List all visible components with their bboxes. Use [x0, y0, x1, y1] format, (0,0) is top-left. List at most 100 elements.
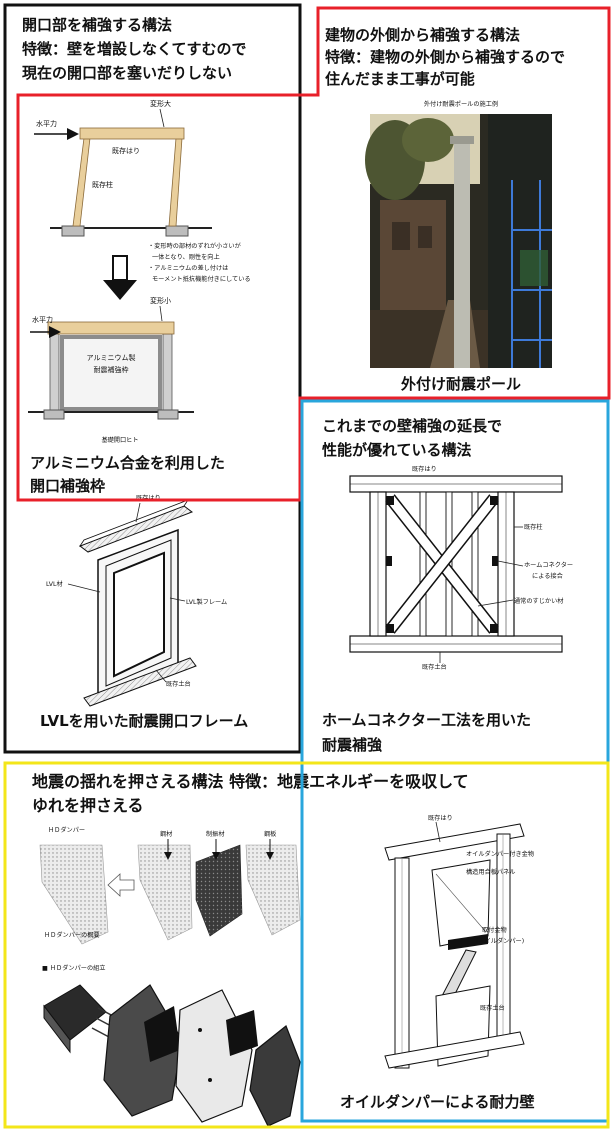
leader-line: [477, 599, 514, 607]
building-wall: [488, 114, 552, 368]
bolt-hole: [198, 1028, 202, 1032]
existing-column-label: 既存柱: [524, 523, 543, 531]
damper-mount: [448, 934, 488, 950]
damper-method-frame: [3, 761, 610, 1129]
damper-method-title-2: ゆれを押さえる: [32, 796, 144, 815]
panel-line: [435, 873, 487, 933]
damper-block-side: [43, 1004, 71, 1054]
note-line: 一体となり、剛性を向上: [152, 253, 220, 261]
existing-beam-label: 既存はり: [412, 465, 437, 473]
photo-caption: 外付け耐震ポール: [400, 375, 521, 393]
column-right: [162, 333, 173, 413]
leader-line: [67, 583, 101, 593]
column-left: [49, 333, 60, 413]
existing-sill: [83, 657, 197, 707]
leader-line: [169, 597, 186, 602]
leader-line: [159, 305, 163, 322]
oil-wall-panel-label: 構造用合板パネル: [466, 868, 516, 876]
tree: [402, 118, 454, 162]
damper-method-title-1: 地震の揺れを押さえる構法 特徴：地震エネルギーを吸収して: [32, 772, 469, 791]
scaffold-net: [520, 250, 548, 286]
connector-and-oil-damper-frame: [300, 399, 610, 1123]
hd-damper-assembly-diagram: ■ ＨＤダンパーの組立: [42, 964, 301, 1127]
aluminum-frame: [60, 335, 162, 411]
existing-sill-label: 既存土台: [422, 663, 447, 671]
connector-label-1: ホームコネクター: [524, 561, 573, 569]
house-window: [418, 226, 432, 248]
damping-pad: [144, 1006, 180, 1062]
aluminum-reinforced-frame-diagram: 水平力 変形小 アルミニウム製 耐震補強枠 基礎開口ヒト: [28, 296, 194, 444]
foundation-left: [61, 225, 85, 237]
home-connector-caption-1: ホームコネクター工法を用いた: [322, 711, 531, 729]
connector-label-2: による接合: [532, 572, 563, 580]
oil-wall-fitting-label: オイルダンパー付き金物: [466, 850, 534, 858]
deform-small-label: 変形小: [150, 296, 171, 305]
steel-plate: [249, 1025, 301, 1127]
home-connector-title-2: 性能が優れている構法: [322, 441, 472, 459]
foundation-right: [165, 225, 189, 237]
lvl-frame-label: LVL製フレーム: [186, 598, 227, 606]
hd-damper-caption: ＨＤダンパーの概要: [44, 931, 100, 939]
damping-material-label: 制振材: [206, 830, 225, 838]
opening: [113, 551, 165, 678]
home-connector: [492, 556, 498, 566]
house-wall: [380, 200, 446, 310]
leader-line: [435, 821, 441, 843]
note-line: ・アルミニウムの差し付けは: [148, 264, 228, 272]
aluminum-frame-label-2: 耐震補強枠: [94, 365, 129, 374]
seismic-pole: [454, 136, 470, 368]
existing-beam: [384, 823, 525, 861]
aluminum-frame-notes: ・変形時の部材のずれが小さいが 一体となり、剛性を向上 ・アルミニウムの差し付け…: [148, 242, 251, 283]
oil-wall-sill-label: 既存土台: [480, 1004, 505, 1012]
oil-wall-mount-label-1: 取付金物: [482, 926, 507, 934]
note-line: ・変形時の部材のずれが小さいが: [148, 242, 242, 250]
oil-damper-wall-diagram: 既存はり オイルダンパー付き金物 構造用合板パネル 取付金物 (オイルダンパー)…: [384, 814, 534, 1069]
steel-label: 鋼材: [160, 830, 172, 838]
existing-sill: [384, 1031, 525, 1069]
brace-label: 通常のすじかい材: [514, 597, 564, 605]
down-arrow-icon: [103, 255, 137, 300]
home-connector: [490, 624, 498, 633]
oil-damper-caption: オイルダンパーによる耐力壁: [340, 1093, 535, 1111]
existing-beam-label: 既存はり: [136, 494, 161, 502]
horizontal-force-label: 水平力: [32, 315, 53, 324]
brace: [386, 495, 498, 633]
pole-cap: [450, 136, 474, 144]
home-connector: [386, 624, 394, 633]
house-window: [392, 222, 410, 250]
deform-large-label: 変形大: [150, 99, 171, 108]
stud: [419, 491, 427, 637]
lvl-frame-inner: [105, 539, 172, 687]
exterior-method-feature-1: 特徴：建物の外側から補強するので: [325, 48, 565, 66]
lvl-side-label: LVL材: [46, 580, 63, 588]
damping-pad: [226, 1010, 258, 1056]
lvl-frame-diagram: 既存はり LVL材 LVL製フレーム 既存土台: [46, 494, 227, 707]
exterior-method-feature-2: 住んだまま工事が可能: [325, 70, 475, 88]
home-connector-caption-2: 耐震補強: [322, 736, 382, 754]
exterior-pole-photo: [365, 114, 552, 368]
steel-plate-label: 鋼板: [264, 830, 276, 838]
leader-line: [159, 108, 165, 128]
steel-plate: [245, 844, 301, 936]
horizontal-force-label: 水平力: [36, 119, 57, 128]
beam: [79, 127, 185, 140]
hd-damper-assembled: [39, 844, 109, 945]
home-connector-wall-diagram: 既存はり 既存柱 ホームコネクター による接合 通常のすじかい材 既存土台: [349, 465, 573, 671]
damping-material: [195, 844, 243, 937]
existing-column-label: 既存柱: [92, 180, 113, 189]
foundation-left: [43, 409, 65, 420]
deformed-frame-diagram: 水平力 変形大 既存はり 既存柱: [34, 99, 212, 237]
note-line: モーメント抵抗機能付きにしている: [152, 275, 251, 283]
opening-method-frame: [3, 3, 302, 754]
home-connector: [386, 496, 394, 505]
opening-method-feature-1: 特徴：壁を増設しなくてすむので: [22, 40, 247, 58]
home-connector-title-1: これまでの壁補強の延長で: [322, 417, 502, 435]
lvl-frame-caption: LVLを用いた耐震開口フレーム: [40, 712, 248, 730]
photo-header: 外付け耐震ポールの施工例: [424, 100, 498, 108]
home-connector: [490, 496, 498, 505]
aluminum-frame-label-1: アルミニウム製: [87, 353, 136, 362]
oil-wall-beam-label: 既存はり: [428, 814, 453, 822]
steel-member: [137, 844, 193, 941]
leader-line: [155, 669, 167, 683]
